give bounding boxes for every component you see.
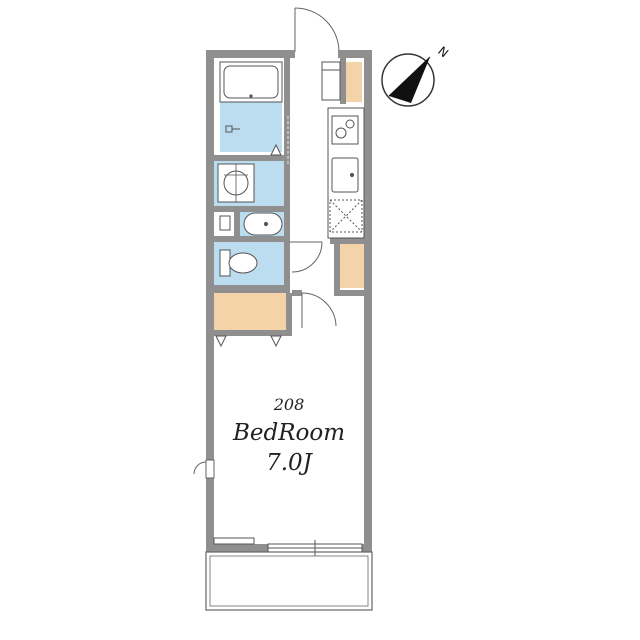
kitchen xyxy=(327,107,365,239)
left-window xyxy=(193,459,215,479)
balcony xyxy=(205,551,373,611)
outer-walls xyxy=(206,50,372,552)
washing-machine-icon xyxy=(217,163,255,203)
interior-walls xyxy=(214,58,372,336)
compass-icon: N xyxy=(381,44,451,107)
toilet-icon xyxy=(219,249,258,277)
washbasin-icon xyxy=(243,212,283,236)
washroom xyxy=(214,161,284,206)
balcony-window xyxy=(267,540,363,556)
toilet-room xyxy=(214,241,323,285)
bedroom-door xyxy=(301,292,337,328)
closet-storage xyxy=(214,293,286,348)
faucet-icon xyxy=(225,125,240,133)
refrigerator-space-icon xyxy=(329,199,363,233)
bathroom xyxy=(214,58,289,166)
stove-icon xyxy=(331,115,359,145)
bottom-shelf xyxy=(213,537,255,545)
bath-door-marker xyxy=(270,143,282,156)
room-size: 7.0J xyxy=(266,450,314,476)
washbasin-area xyxy=(214,212,284,236)
kitchen-storage xyxy=(340,244,364,288)
room-number: 208 xyxy=(273,395,305,414)
compass-north-label: N xyxy=(435,44,451,60)
sink-icon xyxy=(331,157,359,193)
toilet-door xyxy=(290,241,323,273)
shoe-storage xyxy=(321,61,362,102)
entrance-door xyxy=(294,7,340,53)
bathtub-icon xyxy=(219,61,283,103)
room-name: BedRoom xyxy=(232,420,345,446)
